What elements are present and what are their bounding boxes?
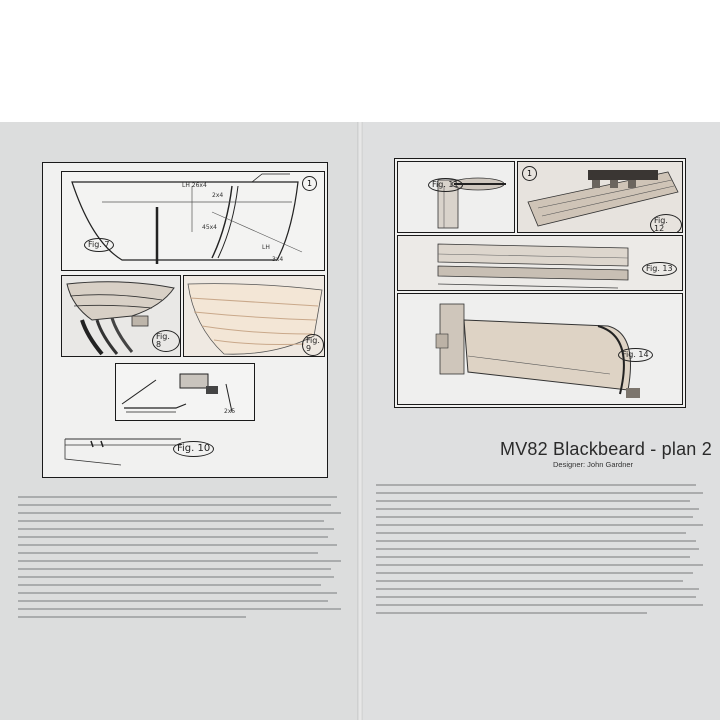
instructions-text-right: [376, 484, 706, 694]
fig7-note-lh2: LH: [262, 244, 270, 251]
fig7-note-lh: LH 26x4: [182, 182, 207, 189]
fig9-panel: Fig. 9: [183, 275, 325, 357]
fig7-label: Fig. 7: [84, 238, 114, 252]
fig11-panel: Fig. 11: [397, 161, 515, 233]
fig8-panel: Fig. 8: [61, 275, 181, 357]
plan-title: MV82 Blackbeard - plan 2: [500, 439, 712, 459]
fig10-drawing: [64, 438, 181, 466]
step-number-badge: 1: [302, 176, 317, 191]
fig7-panel: 1 LH 26x4 2x4 45x4 LH 3x4 Fig. 7: [61, 171, 325, 271]
fig7-note-45x4: 45x4: [202, 224, 218, 231]
fig10-note: 2x5: [224, 408, 236, 415]
fig12-drawing: [527, 170, 679, 227]
fig7-drawing: [71, 173, 303, 264]
right-drawing-frame: Fig. 11 1 Fig. 12 Fig. 13: [394, 158, 686, 408]
fig12-label: Fig. 12: [650, 214, 682, 232]
fig7-note-2x4: 2x4: [212, 192, 224, 199]
plan-designer: Designer: John Gardner: [553, 460, 634, 469]
fig14-drawing: [435, 303, 640, 398]
fig12-panel: 1 Fig. 12: [517, 161, 683, 233]
fig10-detail-drawing: [121, 373, 233, 413]
fig10-panel: Fig. 10: [61, 429, 231, 469]
fig11-drawing: [437, 177, 506, 229]
step-number-badge-right: 1: [522, 166, 537, 181]
fig9-drawing: [187, 283, 323, 355]
fig14-label: Fig. 14: [618, 348, 653, 362]
fig14-panel: Fig. 14: [397, 293, 683, 405]
fig8-label: Fig. 8: [152, 330, 180, 352]
fig9-label: Fig. 9: [302, 334, 324, 356]
fig8-drawing: [66, 281, 175, 356]
fig13-drawing: [437, 243, 629, 289]
instructions-text-left: [18, 496, 344, 696]
fig11-label: Fig. 11: [428, 178, 463, 192]
fig7-note-3x4: 3x4: [272, 256, 284, 263]
left-drawing-frame: 1 LH 26x4 2x4 45x4 LH 3x4 Fig. 7 Fig. 8 …: [42, 162, 328, 478]
fig10-detail-panel: 2x5: [115, 363, 255, 421]
page-fold: [357, 122, 363, 720]
fig13-label: Fig. 13: [642, 262, 677, 276]
fig13-panel: Fig. 13: [397, 235, 683, 291]
fig10-label: Fig. 10: [173, 441, 215, 457]
